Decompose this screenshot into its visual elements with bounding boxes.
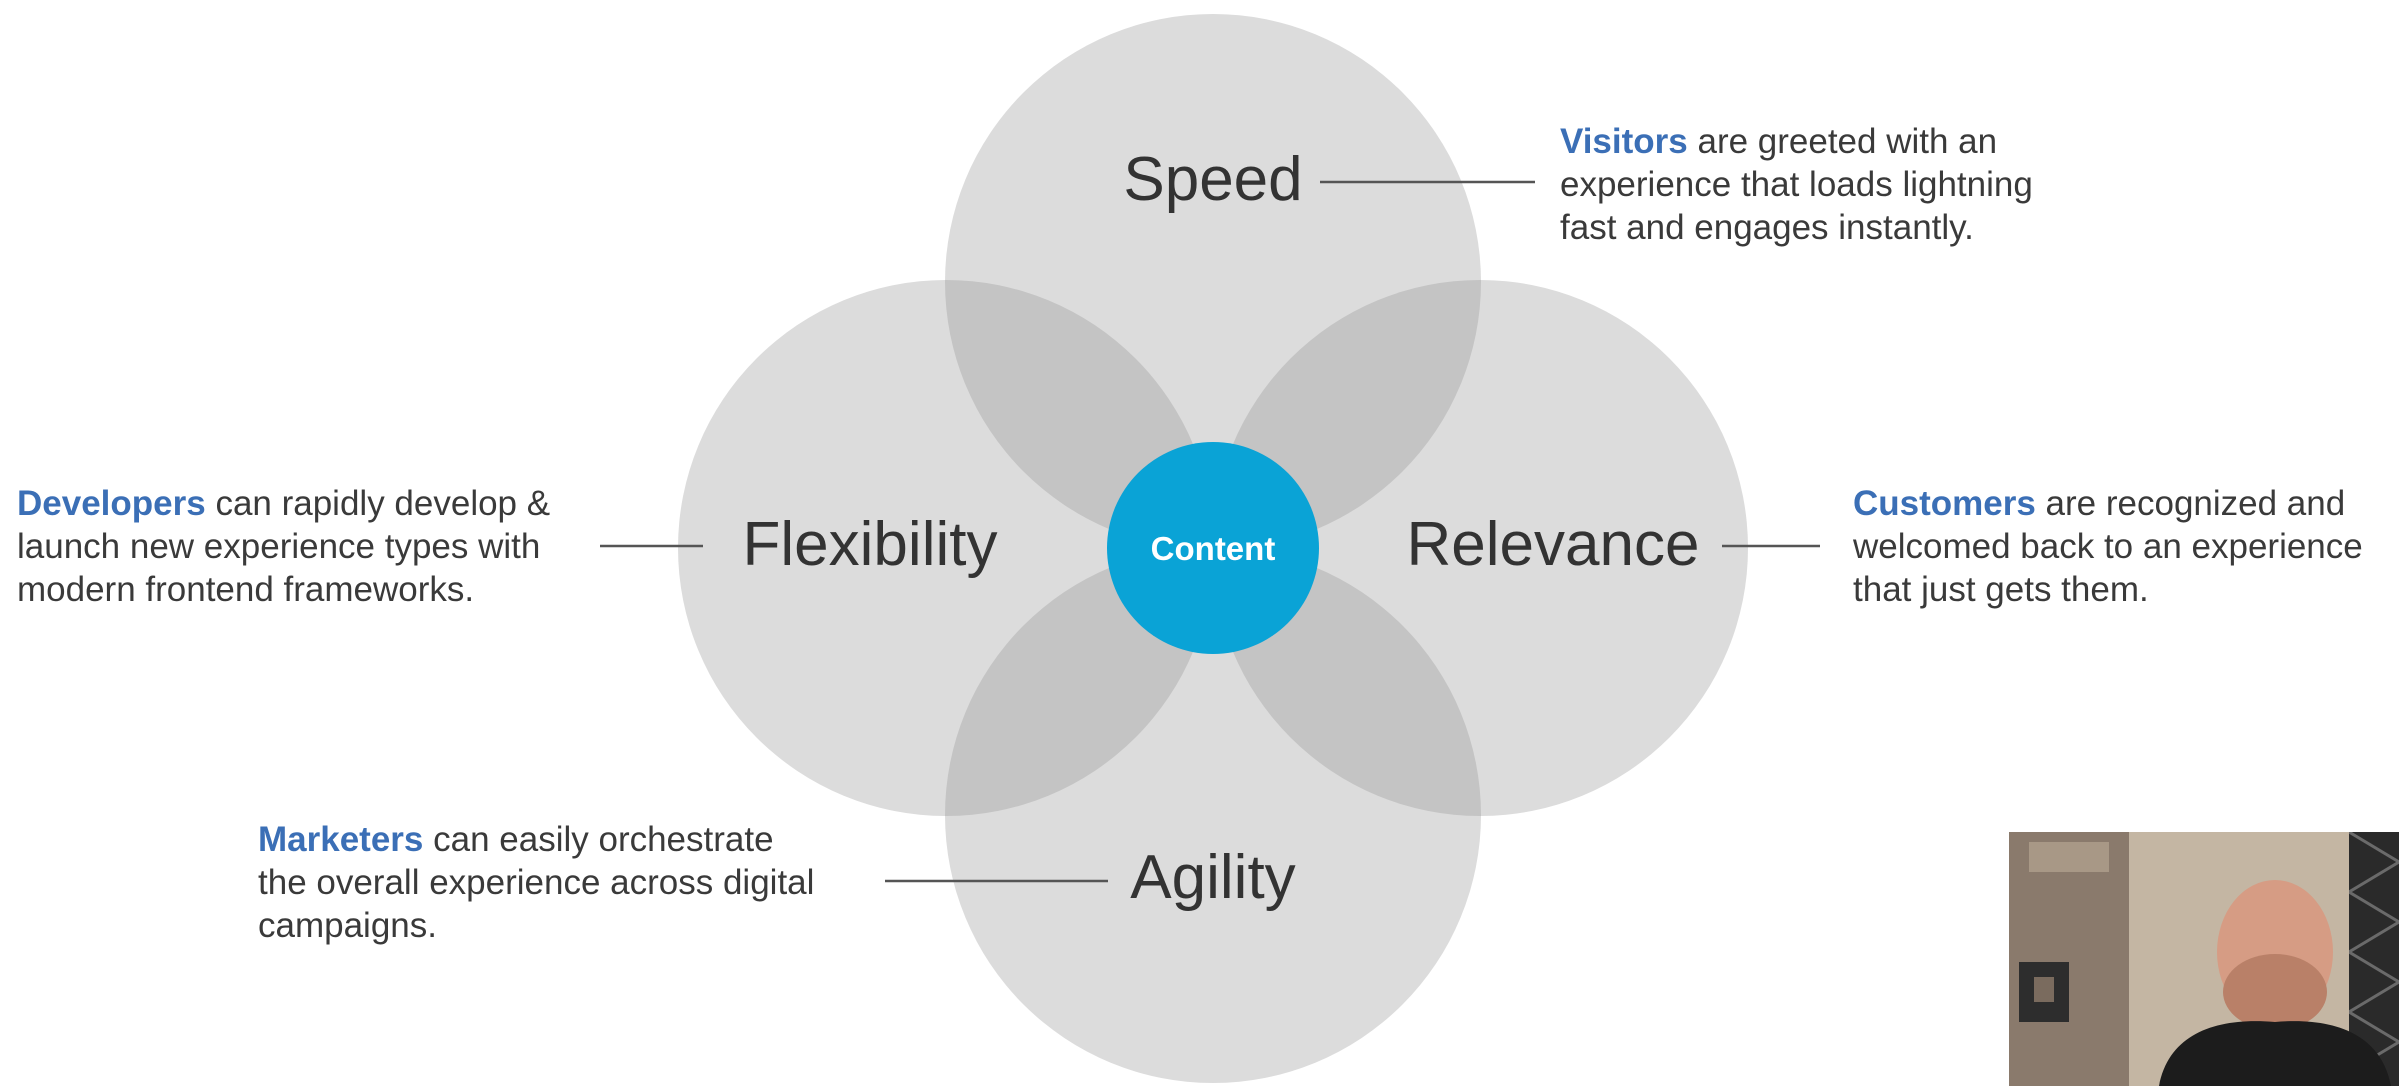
label-relevance: Relevance [1407, 510, 1700, 579]
description-line: fast and engages instantly. [1560, 208, 1974, 247]
description-line: can easily orchestrate [423, 820, 774, 859]
role-customers: Customers [1853, 484, 2036, 523]
description-line: the overall experience across digital [258, 863, 815, 902]
center-circle [1107, 442, 1319, 654]
description-line: modern frontend frameworks. [17, 570, 475, 609]
role-visitors: Visitors [1560, 122, 1688, 161]
description-flexibility: Developers can rapidly develop & launch n… [17, 482, 617, 611]
label-speed: Speed [1123, 145, 1302, 214]
description-agility: Marketers can easily orchestrate the over… [258, 818, 858, 947]
description-speed: Visitors are greeted with an experience t… [1560, 120, 2120, 249]
person-video-icon [2009, 832, 2399, 1086]
role-marketers: Marketers [258, 820, 424, 859]
description-line: that just gets them. [1853, 570, 2149, 609]
description-relevance: Customers are recognized and welcomed bac… [1853, 482, 2393, 611]
description-line: campaigns. [258, 906, 437, 945]
description-line: can rapidly develop & [205, 484, 551, 523]
label-flexibility: Flexibility [743, 510, 998, 579]
description-line: are greeted with an [1687, 122, 1998, 161]
description-line: experience that loads lightning [1560, 165, 2033, 204]
description-line: are recognized and [2035, 484, 2346, 523]
description-line: welcomed back to an experience [1853, 527, 2363, 566]
center-label: Content [1151, 530, 1276, 567]
label-agility: Agility [1130, 843, 1295, 912]
description-line: launch new experience types with [17, 527, 541, 566]
role-developers: Developers [17, 484, 206, 523]
presenter-webcam [2009, 832, 2399, 1086]
